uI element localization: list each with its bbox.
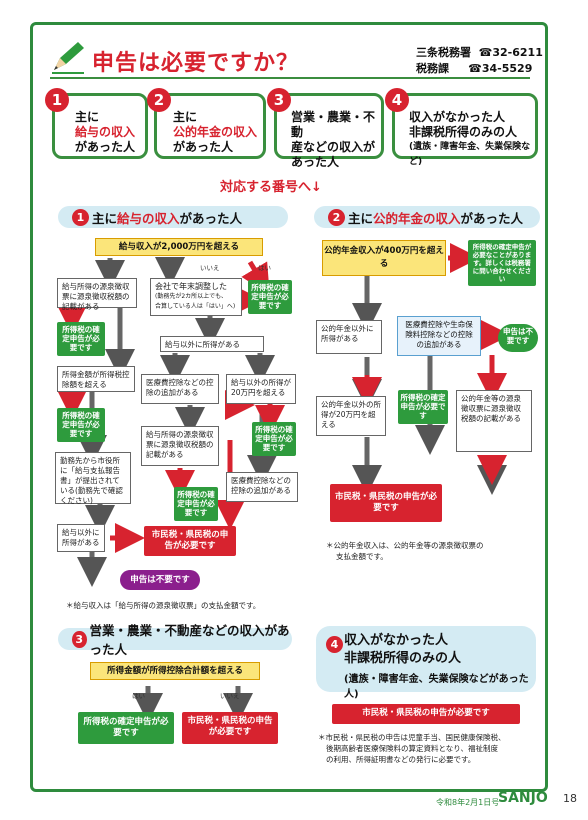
q-nenkin-gensen-record: 公的年金等の源泉徴収票に源泉徴収税額の記載がある [456,390,532,452]
result-shikenminzei: 市民税・県民税の申告が必要です [182,712,278,744]
section-4-banner: 市民税・県民税の申告が必要です [332,704,520,724]
q-shotoku-over-kojo: 所得金額が所得税控除額を超える [57,366,135,392]
category-line: 主に [75,110,100,124]
q-gensen-record-2: 給与所得の源泉徴収票に源泉徴収税額の記載がある [141,426,219,466]
category-number: 3 [267,88,291,112]
section-number: 3 [72,630,87,648]
result-shotokuzei-kakutei: 所得税の確定申告が必要です [398,390,448,424]
contact-tax-office: 三条税務署 ☎32-6211 [416,46,543,59]
section-2-note: ＊公的年金収入は、公的年金等の源泉徴収票の 支払金額です。 [326,541,484,561]
category-card-3: 3 営業・農業・不動 産などの収入が あった人 [267,88,384,169]
category-line: 公的年金の収入 [173,125,258,139]
category-card-4: 4 収入がなかった人 非課税所得のみの人 (遺族・障害年金、失業保険など) [385,88,538,167]
q-shotoku-over-kojo-total: 所得金額が所得控除合計額を超える [90,662,260,680]
q-iryo-kojo: 医療費控除などの控除の追加がある [141,374,219,404]
page-title: 申告は必要ですか？ [92,51,300,76]
result-shotokuzei-kakutei: 所得税の確定申告が必要です [78,712,174,744]
issue-date: 令和8年2月1日号 [436,798,500,807]
section-4-header: 4 収入がなかった人 非課税所得のみの人 (遺族・障害年金、失業保険などがあった… [316,626,536,700]
category-line: 営業・農業・不動 [291,110,376,139]
category-line: (遺族・障害年金、失業保険など) [409,142,531,167]
category-number: 2 [147,88,171,112]
q-other-over-200k: 給与以外の所得が20万円を超える [226,374,296,404]
category-number: 4 [385,88,409,112]
q-other-income-2: 給与以外に所得がある [57,524,105,552]
category-card-1: 1 主に 給与の収入 があった人 [45,88,148,159]
category-card-2: 2 主に 公的年金の収入 があった人 [147,88,266,159]
category-line: 給与の収入 [75,125,136,139]
result-shotokuzei-kakutei: 所得税の確定申告が必要です [174,487,218,521]
q-iryo-kojo-2: 医療費控除などの控除の追加がある [226,472,298,502]
section-1-note: ＊給与収入は「給与所得の源泉徴収票」の支払金額です。 [66,601,261,610]
label-yes: はい [258,264,271,272]
q-other-over-200k: 公的年金以外の所得が20万円を超える [316,396,386,436]
result-shotokuzei-kakutei: 所得税の確定申告が必要です [248,280,292,314]
category-line: あった人 [291,155,340,169]
result-shotokuzei-kakutei: 所得税の確定申告が必要です [57,408,105,442]
category-line: 産などの収入が [291,140,376,154]
sanjo-logo: SANJO [498,790,548,806]
q-salary-over-20m: 給与収入が2,000万円を超える [95,238,263,256]
result-may-need-kakutei: 所得税の確定申告が必要なことがあります。詳しくは税務署に問い合わせください [468,240,536,286]
section-1-header: 1 主に給与の収入があった人 [58,206,288,228]
result-not-required: 申告は不要です [120,570,200,590]
category-line: 主に [173,110,198,124]
category-line: があった人 [75,140,136,154]
header-divider [50,77,530,79]
label-yes: はい [132,692,145,700]
result-shikenminzei: 市民税・県民税の申告が必要です [330,484,442,522]
q-iryo-seimei-kojo: 医療費控除や生命保険料控除などの控除の追加がある [397,316,481,356]
q-kyuyo-shiharai-report: 勤務先から市役所に「給与支払報告書」が提出されている(勤務先で確認ください) [55,452,131,505]
result-shotokuzei-kakutei: 所得税の確定申告が必要です [57,322,105,356]
section-4-note: ＊市民税・県民税の申告は児童手当、国民健康保険税、 後期高齢者医療保険料の算定資… [318,733,506,764]
page-number: 18 [563,792,577,805]
q-other-income: 給与以外に所得がある [160,336,264,352]
subtitle: 対応する番号へ↓ [220,180,322,195]
label-no: いいえ [220,692,240,700]
category-number: 1 [45,88,69,112]
q-gensen-record: 給与所得の源泉徴収票に源泉徴収税額の記載がある [57,278,137,311]
label-no: いいえ [200,264,220,272]
category-line: 非課税所得のみの人 [409,125,518,139]
result-shotokuzei-kakutei: 所得税の確定申告が必要です [252,422,296,456]
q-other-than-nenkin: 公的年金以外に所得がある [316,320,382,354]
section-number: 4 [326,636,343,653]
q-nenmatsu-adjusted: 会社で年末調整した (勤務先が2カ所以上でも、 合算している人は「はい」へ) [150,278,242,316]
section-3-header: 3 営業・農業・不動産などの収入があった人 [58,623,292,657]
section-2-header: 2 主に公的年金の収入があった人 [314,206,540,228]
result-not-required: 申告は不要です [498,324,538,352]
category-line: があった人 [173,140,234,154]
contact-tax-section: 税務課 ☎34-5529 [416,62,533,75]
category-line: 収入がなかった人 [409,110,506,124]
section-number: 2 [328,208,345,226]
result-shikenminzei: 市民税・県民税の申告が必要です [144,526,236,556]
pencil-icon [52,42,84,74]
q-nenkin-over-4m: 公的年金収入が400万円を超える [322,240,446,276]
section-number: 1 [72,208,89,226]
